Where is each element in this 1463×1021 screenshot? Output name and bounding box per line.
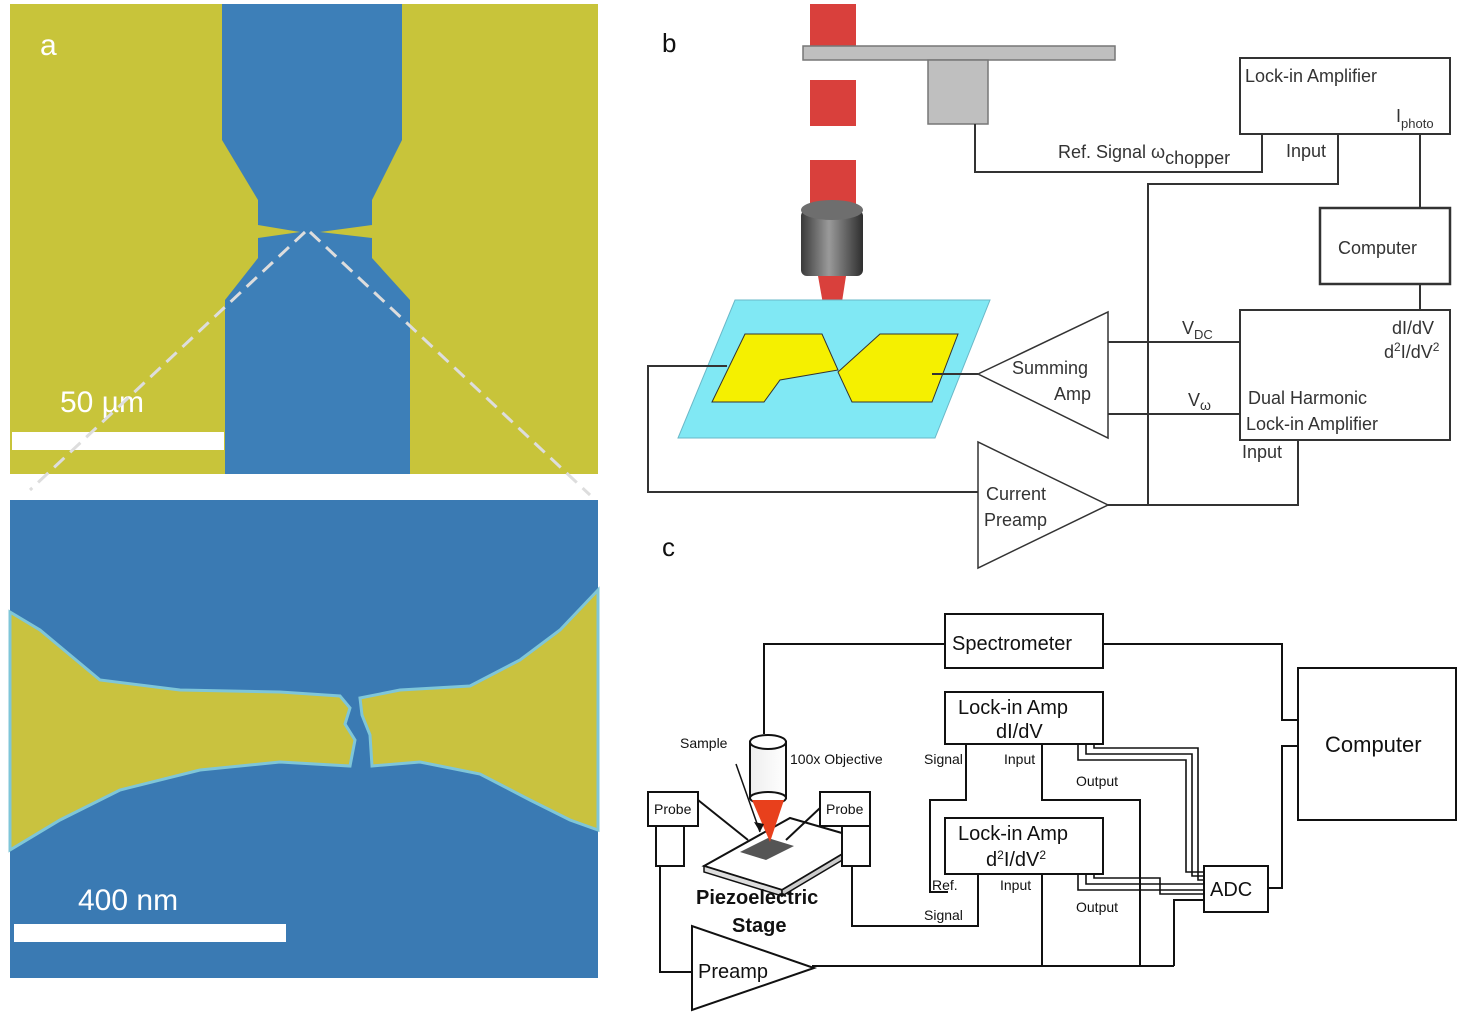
computer-box-b (1318, 206, 1452, 286)
stage-label-1: Piezoelectric (696, 887, 818, 909)
stage-label-2: Stage (732, 915, 786, 937)
objective-lens (801, 210, 863, 276)
panel-a-sem-bottom: 400 nm (8, 500, 600, 978)
panel-b-wires (647, 124, 1421, 506)
spectrometer-label: Spectrometer (952, 633, 1072, 655)
output-bundles (1077, 744, 1204, 895)
probe-right-label: Probe (826, 801, 864, 817)
preamp-c (691, 924, 818, 1012)
lockin1-label-1: Lock-in Amp (958, 697, 1068, 719)
iphoto-label: Iphoto (1396, 106, 1434, 131)
spectrometer-box (944, 613, 1104, 669)
d2idv2-label: d2I/dV2 (1384, 340, 1440, 362)
panel-letter-b: b (662, 28, 676, 58)
computer-box-c (1297, 667, 1457, 821)
probe-right (819, 791, 871, 827)
zoom-lines (28, 230, 592, 497)
laser-segment-3 (810, 160, 856, 204)
panel-a-sem-top: a 50 µm (10, 4, 598, 474)
lockin-didv-box (944, 691, 1104, 745)
panel-b: b (647, 4, 1452, 570)
input-label-bottom: Input (1242, 442, 1282, 462)
objective-top (801, 200, 863, 220)
probe-left (647, 791, 699, 827)
dual-label-1: Dual Harmonic (1248, 388, 1367, 408)
probe-left-label: Probe (654, 801, 692, 817)
dual-label-2: Lock-in Amplifier (1246, 414, 1378, 434)
summing-label-2: Amp (1054, 384, 1091, 404)
preamp-label-2: Preamp (984, 510, 1047, 530)
nanowire-right (358, 586, 600, 833)
input-label-bottom-c: Input (1000, 877, 1031, 893)
signal-label-bottom: Signal (924, 907, 963, 923)
chopper-motor (927, 59, 989, 125)
dual-harmonic-lockin (1239, 309, 1451, 441)
lockin2-label-1: Lock-in Amp (958, 823, 1068, 845)
laser-segment-2 (810, 80, 856, 126)
lockin-d2idv2-box (944, 817, 1104, 875)
scale-bar-bottom (14, 924, 286, 942)
computer-label-c: Computer (1325, 732, 1422, 757)
lockin1-label-2: dI/dV (996, 721, 1043, 743)
chopper-blade (802, 45, 1116, 61)
sample-label: Sample (680, 735, 728, 751)
preamp-label-1: Current (986, 484, 1046, 504)
didv-label: dI/dV (1392, 318, 1434, 338)
lockin2-label-2: d2I/dV2 (986, 848, 1046, 871)
panel-c-wires (659, 643, 1298, 973)
scale-label-top: 50 µm (60, 386, 144, 419)
summing-label-1: Summing (1012, 358, 1088, 378)
preamp-label-c: Preamp (698, 961, 768, 983)
sample-pointer (735, 763, 761, 833)
lockin-top-label: Lock-in Amplifier (1245, 66, 1377, 86)
nanowire-left (8, 609, 357, 853)
electrode-left (10, 4, 300, 474)
adc-label: ADC (1210, 879, 1252, 901)
scale-label-bottom: 400 nm (78, 884, 178, 917)
current-preamp (977, 440, 1110, 570)
input-label-top-c: Input (1004, 751, 1035, 767)
adc-box (1203, 865, 1269, 913)
output-label-bottom: Output (1076, 899, 1118, 915)
computer-label-b: Computer (1338, 238, 1417, 258)
lockin-amplifier-top (1239, 57, 1451, 135)
sample-chip-c (740, 838, 794, 860)
electrode-right (320, 4, 598, 474)
vdc-label: VDC (1182, 318, 1213, 342)
laser-cone-c (752, 800, 784, 842)
panel-letter-c: c (662, 532, 675, 562)
laser-segment-1 (810, 4, 856, 46)
ref-signal-label: Ref. Signal ωchopper (1058, 142, 1230, 168)
vomega-label: Vω (1188, 390, 1211, 413)
chip-electrode-left (711, 333, 839, 403)
chip-electrode-right (837, 333, 959, 403)
panel-letter-a: a (40, 29, 57, 62)
panel-c: c (647, 532, 1457, 1012)
summing-amp (976, 310, 1109, 440)
signal-label-top: Signal (924, 751, 963, 767)
output-label-top: Output (1076, 773, 1118, 789)
input-label-top: Input (1286, 141, 1326, 161)
ref-label: Ref. (932, 877, 958, 893)
objective-label: 100x Objective (790, 751, 883, 767)
objective-c (749, 741, 787, 799)
scale-bar-top (12, 432, 224, 450)
